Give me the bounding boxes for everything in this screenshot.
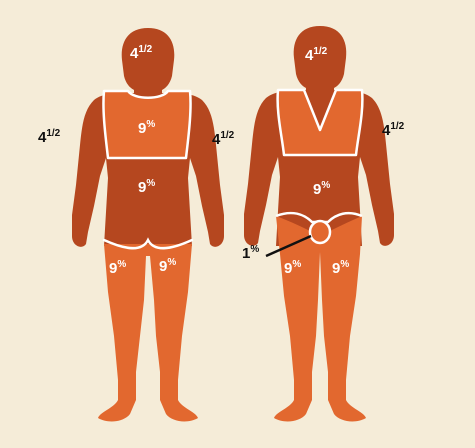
back-right-arm-label: 41/2 bbox=[212, 130, 235, 148]
front-head bbox=[293, 26, 347, 95]
back-left-leg-label: 9% bbox=[109, 259, 127, 277]
back-legs bbox=[98, 244, 198, 422]
front-head-label: 41/2 bbox=[305, 46, 328, 64]
front-left-leg-label: 9% bbox=[284, 259, 302, 277]
front-abdomen-label: 9% bbox=[313, 180, 331, 198]
front-chest-panel bbox=[276, 88, 364, 157]
back-lower-label: 9% bbox=[138, 178, 156, 196]
groin-leader-line bbox=[265, 234, 312, 258]
back-upper-label: 9% bbox=[138, 119, 156, 137]
back-right-leg-label: 9% bbox=[159, 257, 177, 275]
back-upper-panel bbox=[102, 89, 192, 160]
front-right-arm-label: 41/2 bbox=[382, 121, 405, 139]
back-head-label: 41/2 bbox=[130, 44, 153, 62]
back-left-arm-label: 41/2 bbox=[38, 128, 61, 146]
front-groin-label: 1% bbox=[242, 244, 260, 262]
back-view-figure bbox=[72, 28, 224, 422]
front-groin-oval bbox=[308, 219, 332, 245]
back-waist-outline bbox=[102, 237, 194, 250]
back-head bbox=[121, 28, 175, 97]
front-view-figure bbox=[244, 26, 394, 422]
front-right-leg-label: 9% bbox=[332, 259, 350, 277]
front-legs bbox=[274, 216, 366, 422]
